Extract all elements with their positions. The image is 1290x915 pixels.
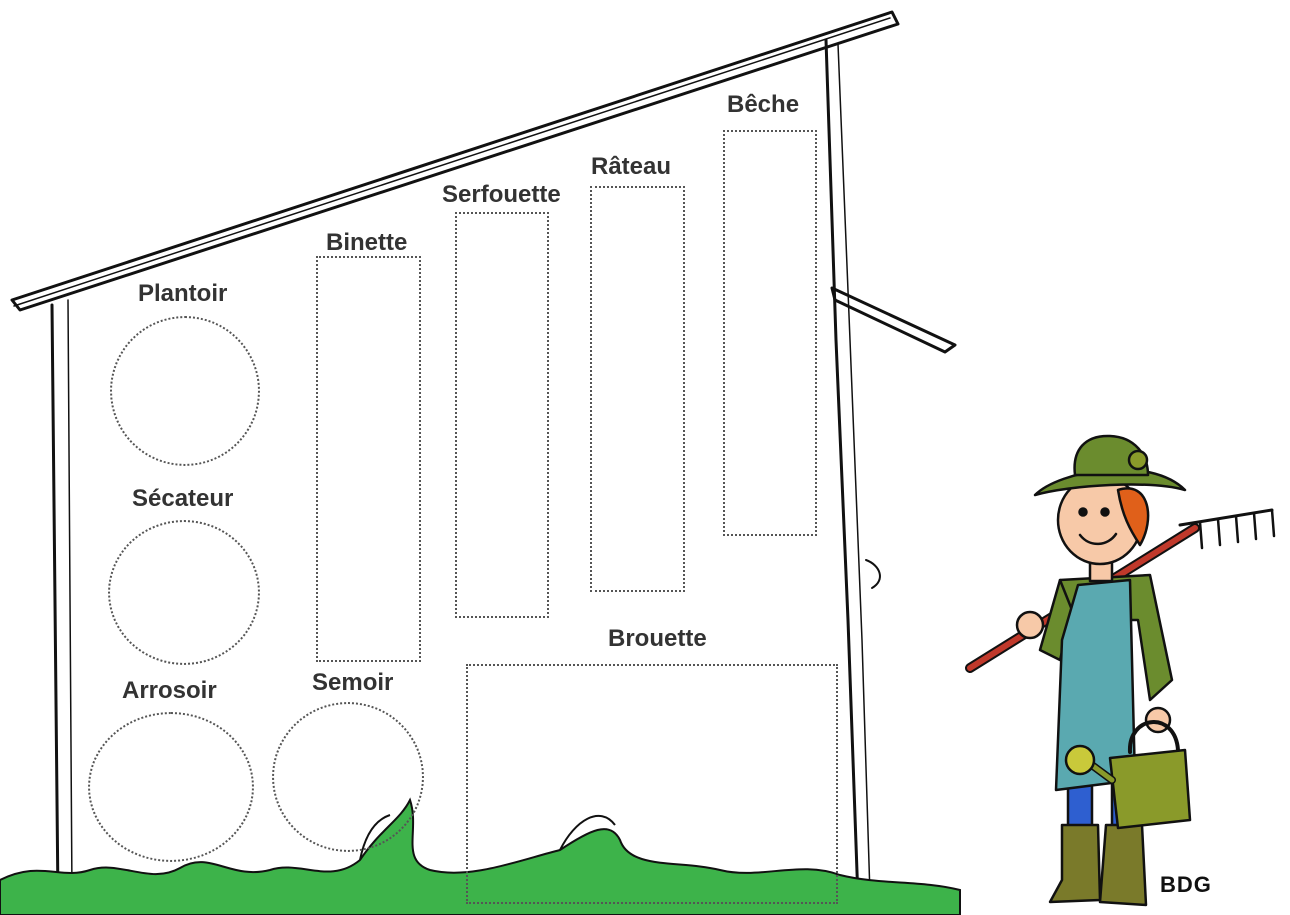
tool-slot-rateau[interactable] [590,186,685,592]
tool-label-binette: Binette [326,229,408,256]
tool-slot-brouette[interactable] [466,664,838,904]
gardener-icon [965,434,1276,907]
tool-label-plantoir: Plantoir [138,280,228,307]
tool-label-serfouette: Serfouette [442,181,561,208]
tool-slot-arrosoir[interactable] [88,712,254,862]
tool-slot-secateur[interactable] [108,520,260,665]
tool-label-secateur: Sécateur [132,485,234,512]
shed-walls [50,38,881,902]
tool-slot-semoir[interactable] [272,702,424,852]
tool-label-arrosoir: Arrosoir [122,677,217,704]
artist-signature: BDG [1160,872,1212,897]
tool-slot-serfouette[interactable] [455,212,549,618]
tool-label-semoir: Semoir [312,669,394,696]
tool-label-brouette: Brouette [608,625,707,652]
tool-label-beche: Bêche [727,91,800,118]
tool-slot-beche[interactable] [723,130,817,536]
tool-label-rateau: Râteau [591,153,672,180]
tool-slot-binette[interactable] [316,256,421,662]
tool-slot-plantoir[interactable] [110,316,260,466]
shed-roof [10,10,957,354]
